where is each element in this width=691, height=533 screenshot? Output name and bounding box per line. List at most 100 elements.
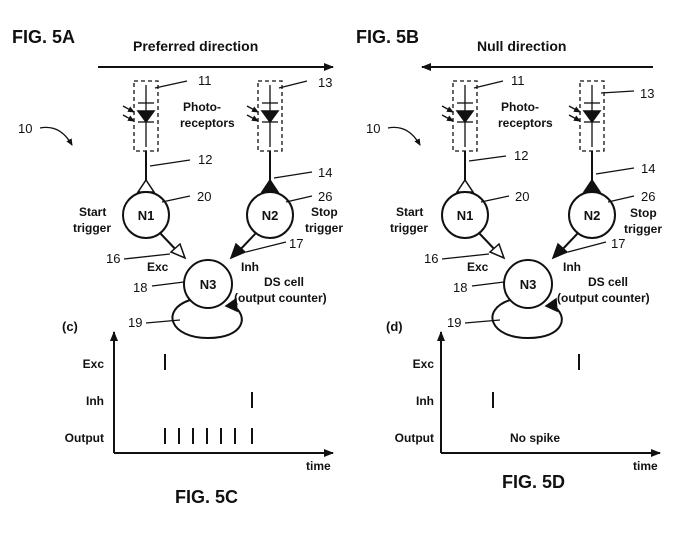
preferred-direction-label: Preferred direction — [133, 38, 258, 54]
plot-c-time-label: time — [306, 459, 331, 473]
plot-d-row-inh: Inh — [416, 394, 434, 408]
n3-label: N3 — [200, 277, 217, 292]
leader-17 — [567, 241, 607, 253]
excitatory-synapse-n3 — [488, 242, 506, 260]
n2-label: N2 — [262, 208, 279, 223]
photodiode-icon-left — [441, 85, 475, 147]
leader-26 — [285, 195, 313, 203]
leader-11 — [154, 80, 188, 89]
ds-cell-label-2: (output counter) — [557, 291, 650, 305]
panel-a: FIG. 5A Preferred direction 10 11 13 — [12, 27, 343, 340]
excitatory-synapse-n1 — [136, 178, 156, 193]
feedback-synapse — [224, 297, 238, 313]
inhibitory-synapse-n3 — [229, 242, 247, 260]
ref-17: 17 — [611, 236, 625, 251]
ref-18: 18 — [453, 280, 467, 295]
leader-12 — [468, 155, 507, 162]
start-trigger-label-1: Start — [396, 205, 423, 219]
stop-trigger-label-2: trigger — [624, 222, 662, 236]
plot-c-row-output: Output — [65, 431, 104, 445]
leader-16 — [441, 253, 490, 260]
leader-19 — [145, 319, 181, 324]
leader-20 — [161, 195, 191, 203]
stop-trigger-label-2: trigger — [305, 221, 343, 235]
feedback-synapse — [544, 297, 558, 313]
photoreceptors-label-2: receptors — [498, 116, 553, 130]
ref-16: 16 — [106, 251, 120, 266]
ref-17: 17 — [289, 236, 303, 251]
leader-20 — [480, 195, 510, 203]
null-direction-label: Null direction — [477, 38, 566, 54]
inh-label: Inh — [241, 260, 259, 274]
leader-14 — [595, 167, 635, 175]
neuron-n1 — [441, 191, 489, 239]
ref-11: 11 — [511, 73, 525, 88]
neuron-n1 — [122, 191, 170, 239]
ref-10: 10 — [366, 121, 380, 136]
n1-label: N1 — [138, 208, 155, 223]
ref-12: 12 — [514, 148, 528, 163]
inhibitory-synapse-n3 — [551, 242, 569, 260]
ref-19: 19 — [128, 315, 142, 330]
plot-d-row-output: Output — [395, 431, 434, 445]
ref-10-arrow — [39, 126, 73, 146]
leader-13 — [278, 80, 308, 89]
ref-18: 18 — [133, 280, 147, 295]
ds-cell-label-1: DS cell — [588, 275, 628, 289]
panel-b: FIG. 5B Null direction 10 11 13 Photo- — [356, 27, 662, 340]
fig-5d-caption: FIG. 5D — [502, 472, 565, 492]
exc-label: Exc — [467, 260, 489, 274]
excitatory-synapse-n3 — [169, 242, 187, 260]
inh-label: Inh — [563, 260, 581, 274]
self-feedback-loop — [491, 299, 563, 340]
excitatory-synapse-n1 — [455, 178, 475, 193]
ref-14: 14 — [318, 165, 332, 180]
plot-c-row-exc: Exc — [83, 357, 105, 371]
n3-label: N3 — [520, 277, 537, 292]
n2-label: N2 — [584, 208, 601, 223]
plot-d-no-spike-label: No spike — [510, 431, 560, 445]
neuron-n3 — [183, 259, 233, 309]
ref-13: 13 — [318, 75, 332, 90]
n1-label: N1 — [457, 208, 474, 223]
ref-19: 19 — [447, 315, 461, 330]
ref-16: 16 — [424, 251, 438, 266]
ref-10-arrow — [387, 126, 421, 146]
start-trigger-label-1: Start — [79, 205, 106, 219]
inhibitory-synapse-n2 — [260, 178, 280, 193]
photoreceptors-label-1: Photo- — [183, 100, 221, 114]
photodiode-icon-right — [568, 85, 602, 147]
fig-5a-label: FIG. 5A — [12, 27, 75, 47]
leader-14 — [273, 171, 313, 179]
start-trigger-label-2: trigger — [73, 221, 111, 235]
ds-cell-label-2: (output counter) — [234, 291, 327, 305]
leader-18 — [151, 281, 185, 287]
panel-d-label: (d) — [386, 319, 403, 334]
photodiode-icon-left — [122, 85, 156, 147]
panel-c-label: (c) — [62, 319, 78, 334]
neuron-n2 — [568, 191, 616, 239]
photoreceptors-label-1: Photo- — [501, 100, 539, 114]
ref-10: 10 — [18, 121, 32, 136]
ref-26: 26 — [641, 189, 655, 204]
plot-d-time-label: time — [633, 459, 658, 473]
ref-20: 20 — [197, 189, 211, 204]
photodiode-icon-right — [246, 85, 280, 147]
plot-c: (c) time Exc Inh Output FIG. 5C — [62, 319, 334, 507]
ref-26: 26 — [318, 189, 332, 204]
ref-11: 11 — [198, 73, 212, 88]
leader-12 — [149, 159, 191, 167]
exc-label: Exc — [147, 260, 169, 274]
leader-17 — [245, 241, 287, 253]
ref-13: 13 — [640, 86, 654, 101]
self-feedback-loop — [171, 299, 243, 340]
leader-13 — [600, 90, 635, 94]
neuron-n3 — [503, 259, 553, 309]
photoreceptors-label-2: receptors — [180, 116, 235, 130]
ref-12: 12 — [198, 152, 212, 167]
leader-16 — [123, 253, 171, 260]
leader-18 — [471, 281, 505, 287]
fig-5c-caption: FIG. 5C — [175, 487, 238, 507]
plot-c-row-inh: Inh — [86, 394, 104, 408]
